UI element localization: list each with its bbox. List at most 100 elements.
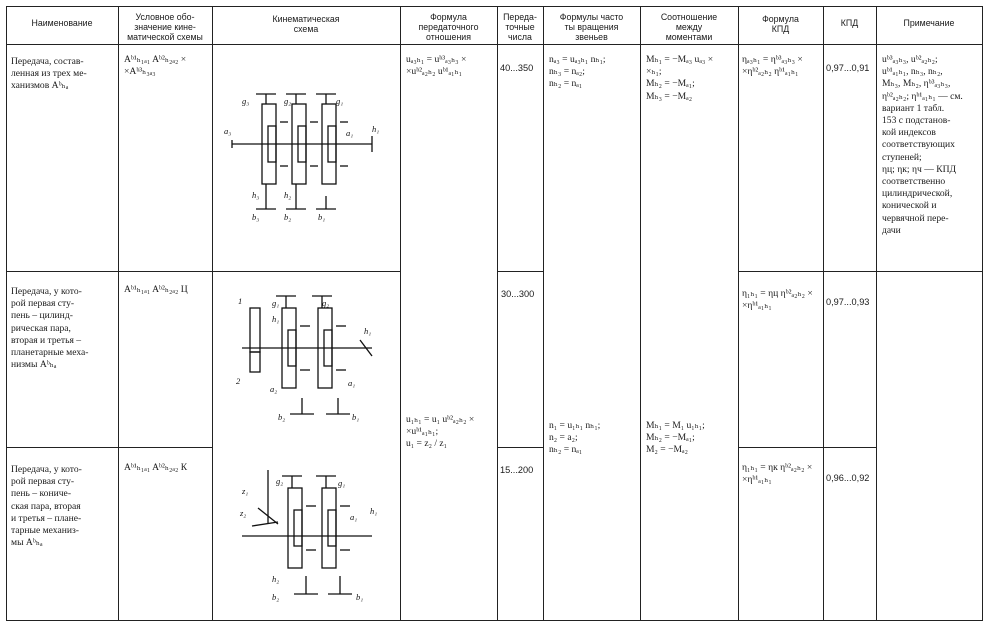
diagram-label: h₃ — [252, 190, 259, 200]
text-line: между — [675, 22, 703, 32]
diagram-label: 2 — [236, 376, 241, 386]
text-line: тарные механиз- — [11, 525, 79, 537]
text-line: n₂ = a₂; — [549, 432, 578, 444]
text-line: ступеней; — [882, 151, 922, 163]
diagram-label: 1 — [238, 296, 242, 306]
text-line: цилиндрической, — [882, 188, 953, 200]
diagram-label: a₃ — [224, 126, 231, 136]
diagram-label: b₂ — [278, 412, 285, 422]
row2-ratio-range: 30...300 — [501, 289, 535, 299]
diagram-label: h₁ — [370, 506, 377, 516]
text-line: пень – цилинд- — [11, 310, 73, 322]
column-divider — [497, 6, 498, 621]
text-line: Aᵇ¹ₕ₁ₐ₁ Aᵇ²ₕ₂ₐ₂ К — [124, 462, 188, 473]
text-line: рическая пара, — [11, 322, 71, 334]
text-line: соответствующих — [882, 139, 955, 151]
text-line: ская пара, вторая — [11, 500, 81, 512]
diagram-label: b₂ — [272, 592, 279, 602]
text-line: ηᵇ²ₐ₂ₕ₂; ηᵇ¹ₐ₁ₕ₁ — см. — [882, 90, 963, 102]
header-name: Наименование — [6, 18, 118, 28]
kinematic-diagram-1: g₃ g₂ g₁ a₃ a₁ h₁ h₃ h₂ b₃ b₂ b₁ — [222, 74, 392, 234]
row1-note: uᵇ³ₐ₃ₕ₃, uᵇ²ₐ₂ₕ₂;uᵇ¹ₐ₁ₕ₁, nₕ₃, nₕ₂,Mₕ₃, … — [882, 54, 963, 237]
text-line: дачи — [882, 224, 901, 236]
text-line: Кинематическая — [272, 14, 340, 24]
text-line: ηц; ηк; ηч — КПД — [882, 163, 957, 175]
row-divider — [6, 447, 213, 448]
text-line: Формула — [762, 14, 799, 24]
table-border-right — [982, 6, 983, 621]
text-line: матической схемы — [127, 32, 203, 42]
diagram-label: b₁ — [356, 592, 363, 602]
text-line: ленная из трех ме- — [11, 68, 87, 80]
text-line: ×Aᵇ³ₕ₃ₐ₃ — [124, 66, 156, 78]
text-line: значение кине- — [134, 22, 196, 32]
diagram-label: g₂ — [276, 476, 283, 486]
text-line: кой индексов — [882, 127, 936, 139]
text-line: точные — [505, 22, 535, 32]
shared-ratio-formula: u₁ₕ₁ = u₁ uᵇ²ₐ₂ₕ₂ ××uᵇ¹ₐ₁ₕ₁;u₁ = z₂ / z₁ — [406, 414, 474, 451]
column-divider — [823, 6, 824, 621]
text-line: моментами — [665, 32, 713, 42]
row1-efficiency: 0,97...0,91 — [826, 63, 870, 73]
kinematic-diagram-3: g₂ g₁ z₁ z₂ a₁ h₁ h₂ b₂ b₁ — [222, 464, 392, 606]
row1-ratio-range: 40...350 — [500, 63, 534, 73]
text-line: nₕ₃ = nₐ₂; — [549, 66, 585, 78]
text-line: η₁ₕ₁ = ηц ηᵇ²ₐ₂ₕ₂ × — [742, 288, 813, 299]
row1-ratio-formula: uₐ₃ₕ₁ = uᵇ³ₐ₃ₕ₃ ××uᵇ²ₐ₂ₕ₂ uᵇ¹ₐ₁ₕ₁ — [406, 54, 466, 78]
row1-name: Передача, состав-ленная из трех ме-ханиз… — [11, 56, 87, 93]
text-line: Aᵇ¹ₕ₁ₐ₁ Aᵇ²ₕ₂ₐ₂ × — [124, 54, 187, 65]
text-line: n₁ = u₁ₕ₁ nₕ₁; — [549, 420, 601, 431]
text-line: КПД — [771, 24, 790, 34]
text-line: ×ηᵇ¹ₐ₁ₕ₁ — [742, 300, 772, 312]
text-line: червячной пере- — [882, 212, 949, 224]
text-line: соответственно — [882, 176, 946, 188]
diagram-label: a₁ — [346, 128, 353, 138]
diagram-label: g₁ — [272, 298, 279, 308]
text-line: ×ₕ₁; — [646, 66, 662, 78]
text-line: 153 с подстанов- — [882, 115, 951, 127]
text-line: КПД — [840, 18, 859, 28]
header-note: Примечание — [876, 18, 982, 28]
row3-ratio-range: 15...200 — [500, 465, 534, 475]
text-line: планетарные меха- — [11, 347, 89, 359]
row3-symbol: Aᵇ¹ₕ₁ₐ₁ Aᵇ²ₕ₂ₐ₂ К — [124, 462, 187, 474]
row2-symbol: Aᵇ¹ₕ₁ₐ₁ Aᵇ²ₕ₂ₐ₂ Ц — [124, 284, 188, 296]
text-line: отношения — [426, 32, 471, 42]
row3-efficiency-formula: η₁ₕ₁ = ηк ηᵇ²ₐ₂ₕ₂ ××ηᵇ¹ₐ₁ₕ₁ — [742, 462, 812, 486]
row2-efficiency-formula: η₁ₕ₁ = ηц ηᵇ²ₐ₂ₕ₂ ××ηᵇ¹ₐ₁ₕ₁ — [742, 288, 813, 312]
text-line: ηₐ₃ₕ₁ = ηᵇ³ₐ₃ₕ₃ × — [742, 54, 803, 65]
diagram-label: b₂ — [284, 212, 291, 222]
text-line: Aᵇ¹ₕ₁ₐ₁ Aᵇ²ₕ₂ₐ₂ Ц — [124, 284, 188, 295]
text-line: звеньев — [575, 32, 608, 42]
row3-efficiency: 0,96...0,92 — [826, 473, 870, 483]
row1-symbol: Aᵇ¹ₕ₁ₐ₁ Aᵇ²ₕ₂ₐ₂ ××Aᵇ³ₕ₃ₐ₃ — [124, 54, 186, 78]
text-line: передаточного — [418, 22, 479, 32]
text-line: ханизмов Aᵇₕₐ — [11, 80, 69, 92]
diagram-label: b₁ — [318, 212, 325, 222]
text-line: Передача, у кото- — [11, 464, 82, 475]
text-line: nₕ₂ = nₐ₁ — [549, 78, 583, 90]
column-divider — [543, 6, 544, 621]
diagram-label: g₁ — [336, 96, 343, 106]
diagram-label: h₂ — [272, 574, 279, 584]
column-divider — [212, 6, 213, 621]
diagram-label: b₃ — [252, 212, 259, 222]
row1-speed-formulas: nₐ₃ = uₐ₃ₕ₁ nₕ₁;nₕ₃ = nₐ₂;nₕ₂ = nₐ₁ — [549, 54, 606, 91]
text-line: числа — [508, 32, 532, 42]
text-line: Формулы часто — [559, 12, 624, 22]
text-line: Условное обо- — [135, 12, 195, 22]
text-line: Mₕ₃ = −Mₐ₂ — [646, 90, 693, 102]
diagram-label: h₁ — [372, 124, 379, 134]
text-line: схема — [293, 24, 319, 34]
header-efficiency: КПД — [823, 18, 876, 28]
header-symbol: Условное обо-значение кине-матической сх… — [118, 12, 212, 42]
row1-efficiency-formula: ηₐ₃ₕ₁ = ηᵇ³ₐ₃ₕ₃ ××ηᵇ²ₐ₂ₕ₂ ηᵇ¹ₐ₁ₕ₁ — [742, 54, 803, 78]
kinematic-diagram-2: 1 g₁ g₂ h₁ h₁ 2 a₂ a₁ b₂ b₁ — [222, 286, 392, 428]
text-line: Mₕ₁ = M₁ u₁ₕ₁; — [646, 420, 705, 431]
column-divider — [738, 6, 739, 621]
